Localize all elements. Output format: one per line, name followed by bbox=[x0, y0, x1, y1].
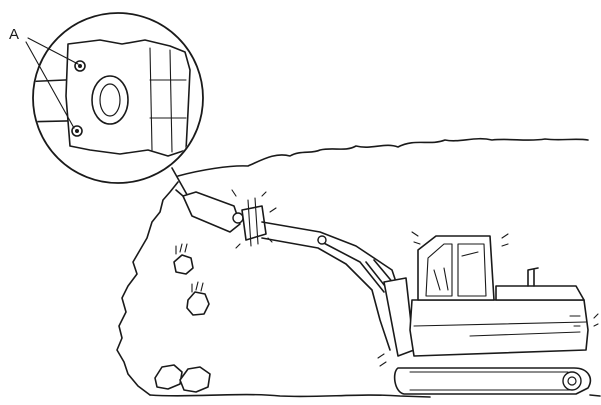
detail-magnified-view bbox=[20, 13, 203, 183]
rock-debris bbox=[155, 244, 210, 392]
hydraulic-breaker bbox=[176, 190, 272, 248]
callout-label-a: A bbox=[9, 26, 19, 43]
excavator-body bbox=[395, 236, 591, 394]
rock-face-upper-edge bbox=[178, 139, 588, 176]
rock-face-left-edge bbox=[117, 182, 178, 395]
ground-line bbox=[150, 395, 600, 397]
excavator-arm bbox=[262, 222, 414, 356]
